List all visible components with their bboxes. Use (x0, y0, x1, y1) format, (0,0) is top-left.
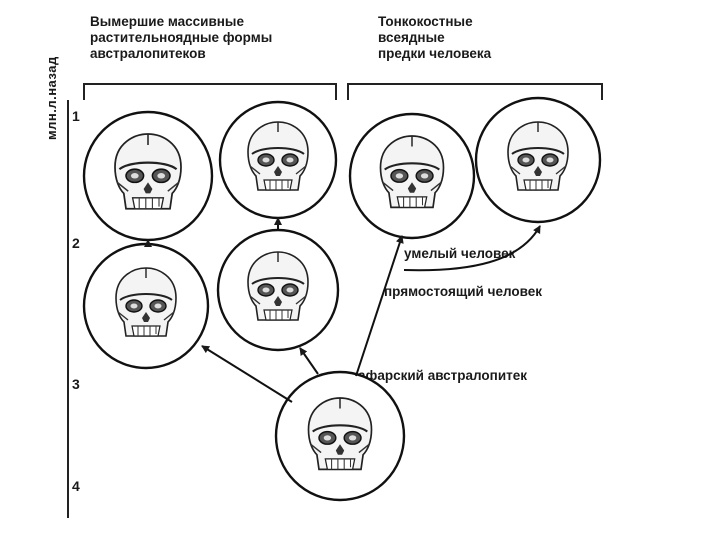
skull-massive-top-left (82, 110, 214, 242)
skull-massive-mid-right (216, 228, 340, 352)
tick-1: 1 (72, 108, 80, 124)
skull-afarensis-bottom (274, 370, 406, 502)
tick-3: 3 (72, 376, 80, 392)
left-group-title-line-3: австралопитеков (90, 46, 206, 61)
right-group-title-line-1: Тонкокостные (378, 14, 473, 29)
left-group-title-line-2: растительноядные формы (90, 30, 273, 45)
label-homo-erectus: прямостоящий человек (384, 284, 542, 299)
tick-4: 4 (72, 478, 80, 494)
arrow-afarensis-to-mid-right (299, 347, 319, 375)
right-group-title-line-3: предки человека (378, 46, 492, 61)
right-group-bracket (347, 83, 603, 100)
arrow-afarensis-to-homo (355, 235, 404, 377)
arrow-habilis-to-erectus (403, 225, 541, 272)
left-group-bracket (83, 83, 337, 100)
tick-2: 2 (72, 235, 80, 251)
label-afarensis: афарский австралопитек (358, 368, 528, 383)
skull-homo-top-right (474, 96, 602, 224)
skull-massive-top-right (218, 100, 338, 220)
skull-massive-mid-left (82, 242, 210, 370)
label-homo-habilis: умелый человек (404, 246, 516, 261)
left-group-title-line-1: Вымершие массивные (90, 14, 244, 29)
skull-homo-top-left (348, 112, 476, 240)
arrow-afarensis-to-mid-left (201, 345, 293, 403)
right-group-title-line-2: всеядные (378, 30, 445, 45)
